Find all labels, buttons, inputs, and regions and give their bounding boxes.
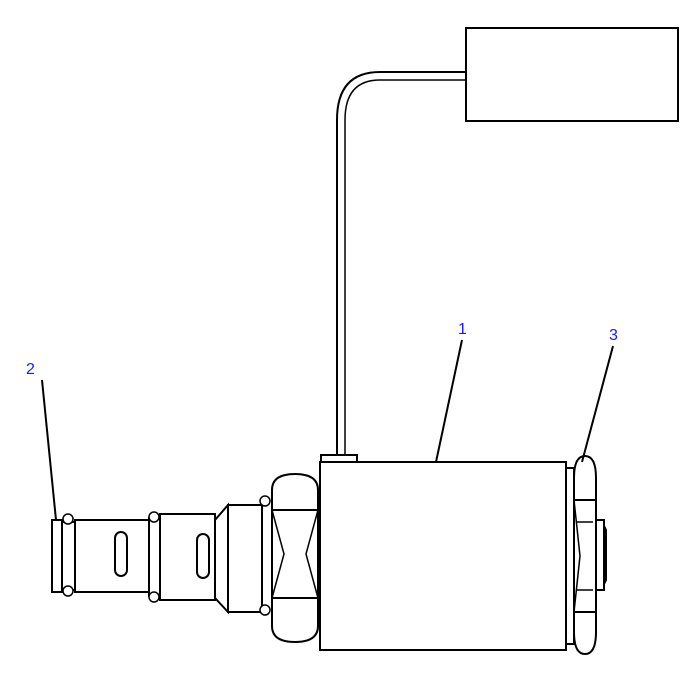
hex-nut [271, 472, 319, 644]
wire-harness [336, 71, 466, 462]
callout-3: 3 [609, 327, 618, 344]
valve-body [51, 502, 263, 615]
coil-body [319, 461, 567, 651]
cross-port-slot-1 [114, 531, 128, 577]
leader-line-1 [435, 339, 463, 463]
connector-box [465, 27, 679, 122]
cross-port-slot-2 [196, 533, 210, 579]
coil-nut [573, 454, 597, 656]
callout-2: 2 [26, 361, 35, 378]
leader-line-2 [41, 379, 57, 521]
leader-line-3 [581, 345, 614, 463]
stem-tip [595, 519, 607, 591]
callout-1: 1 [458, 321, 467, 338]
wire-harness-inner [344, 79, 466, 462]
coil-end-washer [565, 467, 575, 645]
o-rings [62, 495, 271, 616]
